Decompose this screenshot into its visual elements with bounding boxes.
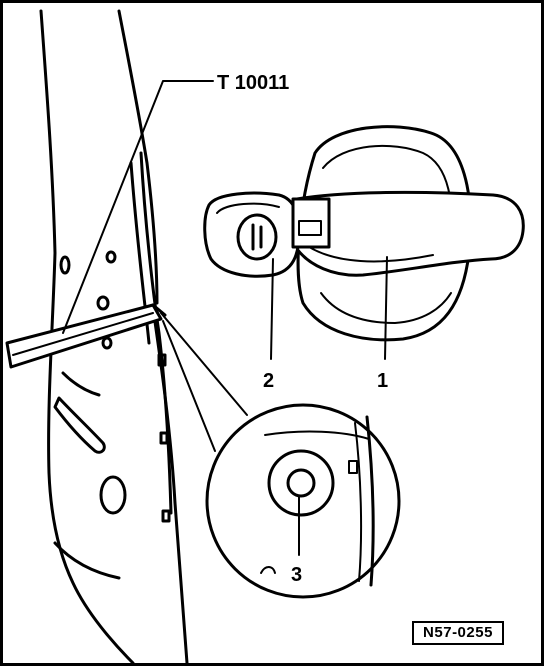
handle-recess-lower [320, 292, 452, 324]
detail-panel-edge [264, 430, 370, 440]
tool-label: T 10011 [217, 72, 289, 94]
door-inner-edge [117, 9, 159, 305]
detail-frame-edge-inner [354, 422, 363, 582]
door-diagram: T 10011 1 2 3 [5, 9, 525, 665]
door-pillar-line [139, 151, 173, 515]
panel-hole-small [105, 250, 117, 264]
part-label-2: 2 [263, 370, 274, 392]
panel-lower-curve [61, 371, 101, 397]
handle-recess [296, 125, 472, 342]
door-handle [295, 190, 525, 277]
tool-shaft-inner [12, 312, 154, 356]
magnifier-leader [160, 312, 248, 416]
part-label-1: 1 [377, 370, 388, 392]
detail-slot [348, 460, 358, 474]
detail-frame-edge [365, 415, 375, 587]
tool-tip [151, 303, 167, 317]
magnifier-leader-lower [162, 320, 216, 452]
handle-mount-slot [298, 220, 322, 236]
panel-hole-small [96, 295, 110, 311]
frame-slot [159, 431, 169, 445]
leader-line-part-2 [270, 258, 274, 360]
detail-screw-outer [267, 449, 335, 517]
panel-slot [53, 396, 106, 454]
detail-screw-head [286, 468, 316, 498]
detail-small-hole [260, 566, 276, 574]
panel-hole-small [59, 255, 71, 275]
tool-shaft [5, 303, 163, 369]
door-outer-contour [39, 9, 135, 665]
panel-bottom-curve [53, 541, 121, 580]
lock-cylinder [236, 213, 278, 261]
reference-code: N57-0255 [412, 621, 504, 645]
detail-magnifier-circle [205, 403, 401, 599]
frame-slot [157, 353, 167, 367]
tool-leader-line [62, 80, 214, 334]
panel-hole-small [101, 336, 113, 350]
door-pillar-line-inner [129, 161, 151, 345]
part-label-3: 3 [291, 564, 302, 586]
handle-mount-block [291, 197, 331, 249]
leader-line-part-1 [384, 256, 388, 360]
key-slot-icon [251, 223, 263, 251]
frame-slot [161, 509, 171, 523]
lock-cylinder-housing-inner [216, 202, 280, 214]
door-handle-shade [302, 242, 434, 263]
panel-hole [99, 475, 127, 515]
